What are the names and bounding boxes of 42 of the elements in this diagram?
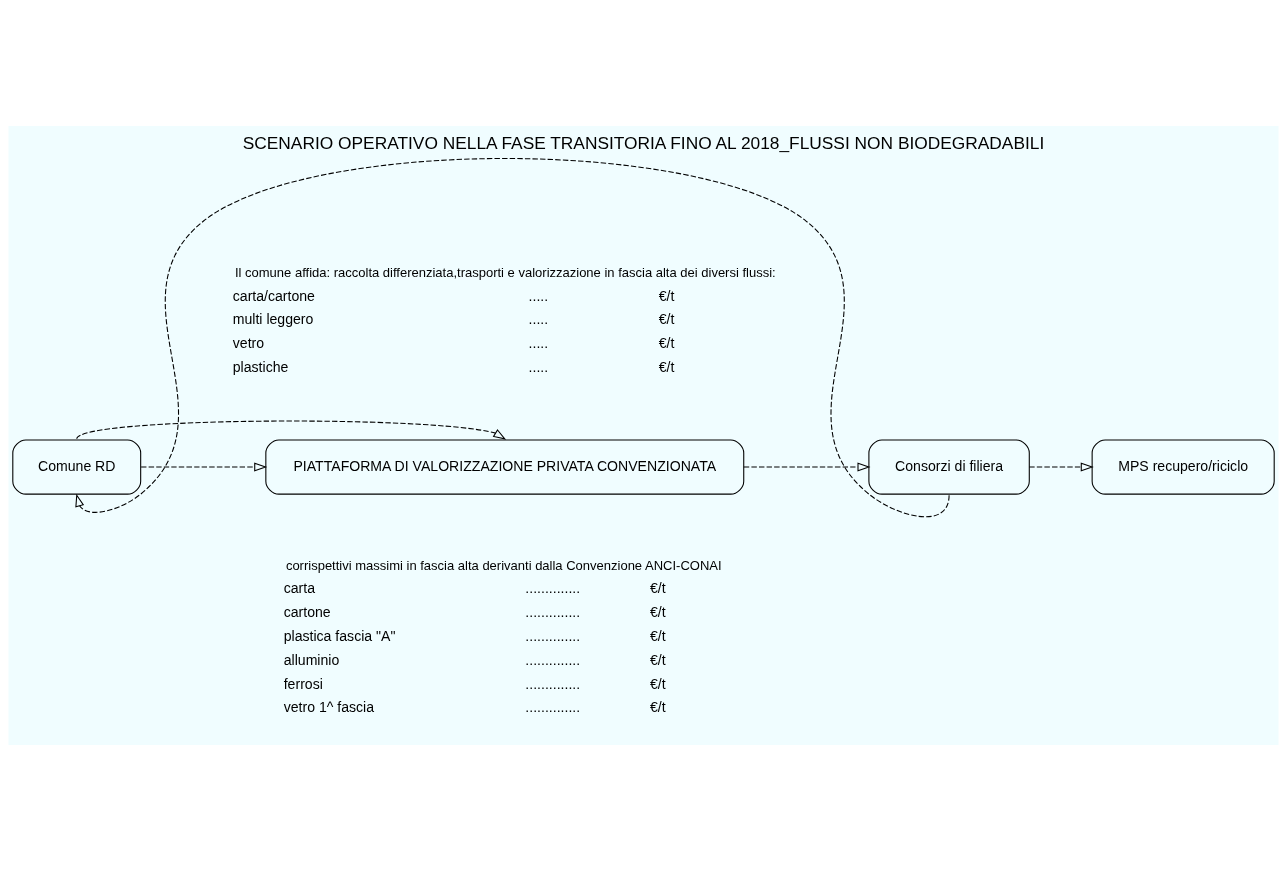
arrow [76, 420, 507, 440]
label: .............. [525, 675, 581, 692]
label: .............. [525, 579, 581, 596]
label: Il comune affida: raccolta differenziata,trasporti e valorizzazione in fascia alta dei diversi flussi: [234, 264, 776, 280]
arrow [1028, 462, 1094, 472]
label: vetro 1^ fascia [283, 698, 375, 715]
label: cartone [283, 603, 331, 620]
node-box: Comune RD [12, 438, 142, 495]
label: vetro [232, 334, 265, 351]
label: €/t [658, 287, 675, 304]
label: ..... [528, 310, 549, 327]
label: €/t [650, 651, 666, 668]
label: carta [283, 579, 316, 596]
label: ..... [528, 334, 549, 351]
label: multi leggero [232, 310, 314, 327]
label: plastica fascia "A" [283, 627, 396, 644]
label: ferrosi [283, 675, 323, 692]
label: €/t [650, 603, 666, 620]
label: .............. [525, 627, 581, 644]
label: carta/cartone [232, 287, 315, 304]
label: plastiche [232, 358, 289, 375]
label: ..... [528, 358, 549, 375]
arrow [75, 157, 950, 517]
label: alluminio [283, 651, 340, 668]
node-box: Consorzi di filiera [868, 438, 1030, 495]
label: €/t [650, 627, 666, 644]
diagram-title: SCENARIO OPERATIVO NELLA FASE TRANSITORIA FINO AL 2018_FLUSSI NON BIODEGRADABILI [242, 132, 1045, 153]
label: corrispettivi massimi in fascia alta derivanti dalla Convenzione ANCI-CONAI [285, 557, 722, 573]
arrow [743, 462, 871, 472]
label: .............. [525, 651, 581, 668]
arrow [140, 462, 268, 472]
label: €/t [658, 334, 675, 351]
label: .............. [525, 603, 581, 620]
label: ..... [528, 287, 549, 304]
node-box: PIATTAFORMA DI VALORIZZAZIONE PRIVATA CONVENZIONATA [265, 438, 745, 495]
node-box: MPS recupero/riciclo [1091, 438, 1275, 495]
label: €/t [650, 698, 666, 715]
label: .............. [525, 698, 581, 715]
label: €/t [650, 675, 666, 692]
label: €/t [650, 579, 666, 596]
label: €/t [658, 358, 675, 375]
label: €/t [658, 310, 675, 327]
